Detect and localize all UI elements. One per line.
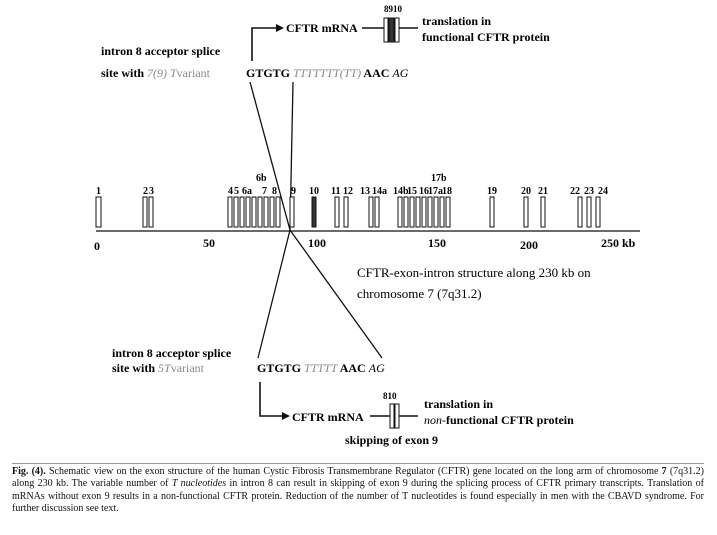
exon-label: 9	[291, 186, 296, 197]
top-result-line1: translation in	[422, 14, 491, 28]
exon-label: 17b	[431, 173, 447, 184]
top-splice-label-line2: site with 7(9) Tvariant	[101, 66, 211, 80]
exon-label: 20	[521, 186, 531, 197]
caption-t-nucleotides: T nucleotides	[171, 478, 227, 490]
bottom-skip-note: skipping of exon 9	[345, 433, 438, 447]
top-splice-arrow	[251, 27, 278, 61]
exon-label: 18	[442, 186, 452, 197]
top-intron-sequence: GTGTG TTTTTTT(TT) AAC AG	[246, 66, 409, 80]
caption-chromosome: 7	[661, 466, 667, 477]
caption-text-1: Schematic view on the exon structure of …	[45, 466, 662, 477]
bottom-splice-label-line1: intron 8 acceptor splice	[112, 346, 232, 360]
exon-label: 5	[234, 186, 239, 197]
exon-label: 21	[538, 186, 548, 197]
axis-tick: 250 kb	[601, 236, 636, 250]
top-mrna-label: CFTR mRNA	[286, 21, 358, 35]
bottom-variant-group: intron 8 acceptor splice site with 5Tvar…	[112, 229, 574, 447]
exon-label: 15	[407, 186, 417, 197]
top-result-line2: functional CFTR protein	[422, 30, 550, 44]
exon-label: 11	[331, 186, 340, 197]
top-exon-numbers: 8910	[384, 4, 403, 14]
caption-text-3: in intron 8 can result in skipping of ex…	[12, 478, 704, 515]
exon-label: 14b	[393, 186, 409, 197]
bottom-mrna-label: CFTR mRNA	[292, 410, 364, 424]
bottom-zoom-line-left	[257, 229, 291, 359]
figure-caption: Fig. (4). Schematic view on the exon str…	[12, 463, 704, 516]
exon-label: 16	[419, 186, 429, 197]
exon-label: 6a	[242, 186, 252, 197]
exon-label: 8	[272, 186, 277, 197]
top-splice-label-line1: intron 8 acceptor splice	[101, 44, 221, 58]
top-zoom-line-left	[249, 81, 291, 231]
exon-label: 6b	[256, 173, 267, 184]
exon-label: 3	[149, 186, 154, 197]
exon-label: 10	[309, 186, 319, 197]
caption-text-2: (7q31.2) along 230 kb. The variable numb…	[12, 466, 704, 490]
axis-tick: 150	[428, 236, 446, 250]
exon-label: 7	[262, 186, 267, 197]
cftr-diagram: intron 8 acceptor splice site with 7(9) …	[94, 4, 640, 447]
exon-label: 19	[487, 186, 497, 197]
top-arrowhead	[276, 24, 284, 32]
bottom-exon-numbers: 810	[383, 391, 397, 401]
top-variant-group: intron 8 acceptor splice site with 7(9) …	[101, 4, 550, 231]
bottom-splice-label-line2: site with 5Tvariant	[112, 361, 205, 375]
bottom-splice-arrow	[259, 382, 284, 417]
axis-tick-labels: 0 50 100 150 200 250 kb	[94, 236, 636, 253]
structure-caption-line1: CFTR-exon-intron structure along 230 kb …	[357, 265, 591, 280]
axis-tick: 200	[520, 238, 538, 252]
axis-tick: 0	[94, 239, 100, 253]
exon-label: 14a	[372, 186, 387, 197]
axis-tick: 100	[308, 236, 326, 250]
bottom-result-line2: non-functional CFTR protein	[424, 413, 574, 427]
exon-label: 12	[343, 186, 353, 197]
exon-label: 17a	[428, 186, 443, 197]
exon-label: 1	[96, 186, 101, 197]
structure-caption-line2: chromosome 7 (7q31.2)	[357, 286, 482, 301]
exon-label: 24	[598, 186, 608, 197]
exon-boxes	[95, 196, 601, 228]
exon-label: 2	[143, 186, 148, 197]
axis-tick: 50	[203, 236, 215, 250]
exon-label: 22	[570, 186, 580, 197]
exon-label: 23	[584, 186, 594, 197]
top-mrna-exons	[383, 17, 400, 43]
exon-label: 4	[228, 186, 233, 197]
exon-label: 13	[360, 186, 370, 197]
bottom-zoom-line-right	[289, 229, 383, 359]
exon-labels: 1 2 3 4 5 6a 6b 7 8 9 10 11 12 13 14a 14…	[96, 173, 608, 197]
bottom-arrowhead	[282, 412, 290, 420]
bottom-mrna-exons	[389, 403, 400, 429]
bottom-result-line1: translation in	[424, 397, 493, 411]
gene-structure: 1 2 3 4 5 6a 6b 7 8 9 10 11 12 13 14a 14…	[94, 173, 640, 301]
figure-label: Fig. (4).	[12, 466, 46, 477]
bottom-intron-sequence: GTGTG TTTTT AAC AG	[257, 361, 385, 375]
